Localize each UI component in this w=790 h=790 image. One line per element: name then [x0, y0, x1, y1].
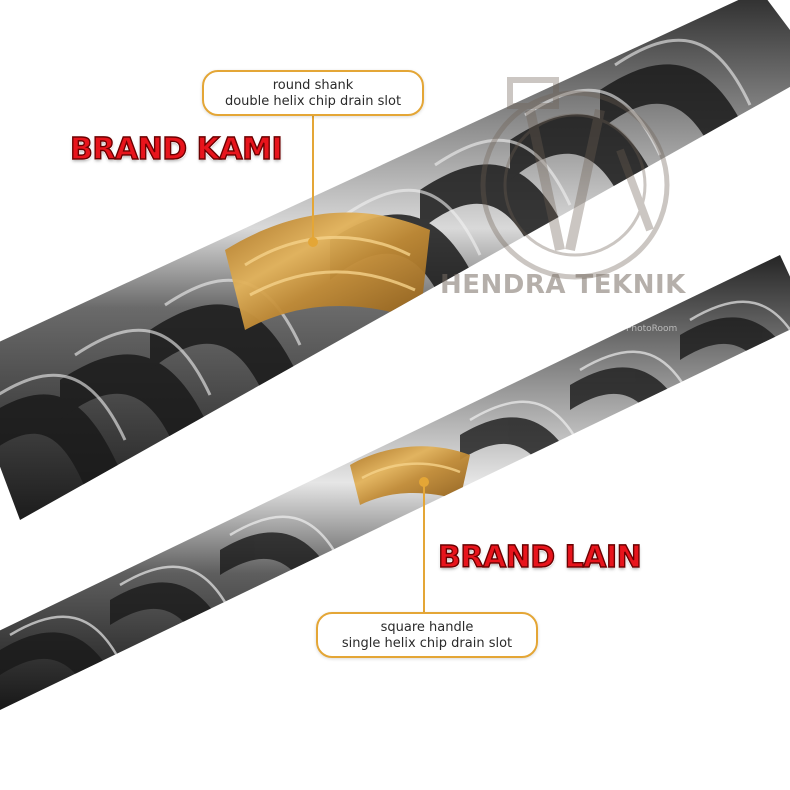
callout-bottom-line1: square handle — [380, 620, 474, 635]
callout-square-handle: square handle single helix chip drain sl… — [316, 612, 538, 658]
brand-lain-label: BRAND LAIN — [437, 539, 642, 575]
callout-round-shank: round shank double helix chip drain slot — [202, 70, 424, 116]
photoroom-tag: PhotoRoom — [626, 324, 678, 334]
watermark-logo — [480, 77, 670, 280]
large-drill-bit — [0, 0, 790, 520]
callout-top-line2: double helix chip drain slot — [224, 94, 402, 109]
callout-pointers — [308, 116, 429, 612]
watermark-text: HENDRA TEKNIK — [440, 270, 686, 300]
callout-bottom-line2: single helix chip drain slot — [341, 636, 513, 651]
brand-kami-label: BRAND KAMI — [69, 131, 283, 167]
callout-top-line1: round shank — [272, 78, 354, 93]
